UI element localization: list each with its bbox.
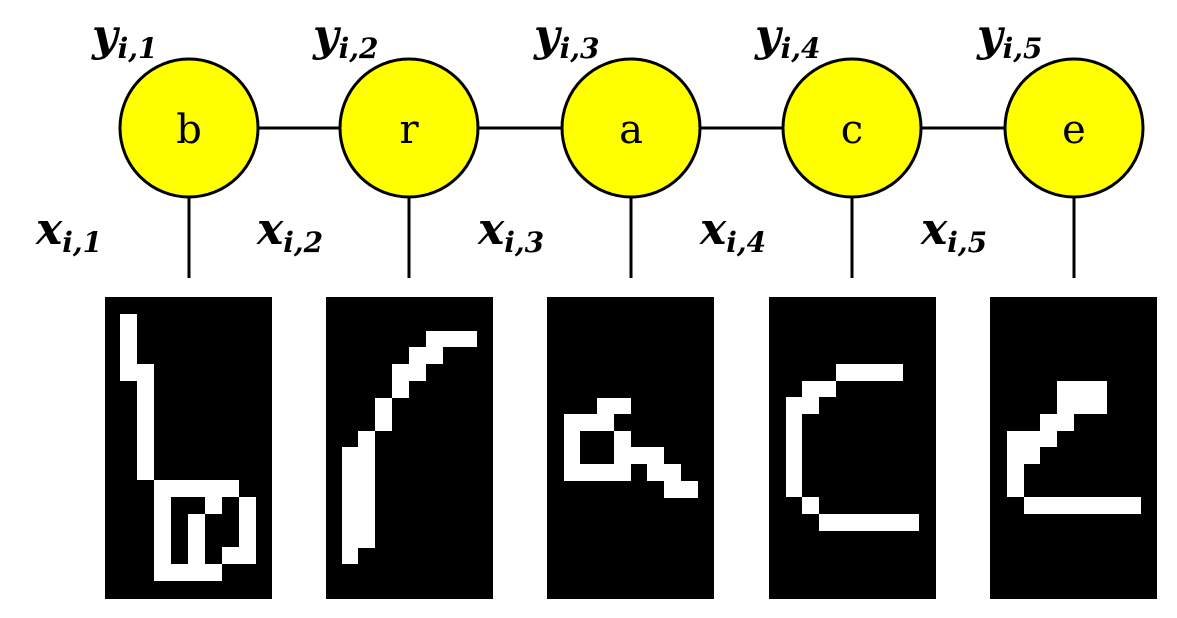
y-label-3: yi,3 (533, 10, 599, 65)
label-node-5 (1003, 57, 1145, 199)
x-label-1: xi,1 (35, 204, 102, 259)
node-4: c yi,4 xi,4 (699, 10, 923, 278)
node-letter-4: c (841, 107, 863, 153)
handwritten-c (786, 364, 919, 531)
node-letter-1: b (176, 107, 202, 153)
node-2: r yi,2 xi,2 (256, 10, 480, 278)
image-3 (547, 297, 714, 599)
node-3: a yi,3 xi,3 (477, 10, 702, 278)
image-5 (990, 297, 1157, 599)
node-5: e yi,5 xi,5 (920, 10, 1145, 278)
x-label-5: xi,5 (920, 204, 987, 259)
handwritten-r (342, 331, 477, 564)
y-label-5: yi,5 (976, 10, 1042, 65)
handwritten-e (1007, 381, 1141, 514)
y-label-4: yi,4 (754, 10, 820, 65)
x-label-4: xi,4 (699, 204, 766, 259)
node-1: b yi,1 xi,1 (35, 10, 260, 278)
node-letter-2: r (399, 107, 419, 153)
label-node-1 (118, 57, 260, 199)
x-label-2: xi,2 (256, 204, 323, 259)
handwritten-a (564, 398, 698, 498)
handwritten-b (120, 314, 256, 581)
image-4 (769, 297, 936, 599)
image-1 (105, 297, 272, 599)
node-letter-5: e (1062, 107, 1086, 153)
label-node-4 (781, 57, 923, 199)
y-label-1: yi,1 (91, 10, 157, 65)
node-letter-3: a (619, 107, 643, 153)
label-node-2 (338, 57, 480, 199)
image-2 (326, 297, 493, 599)
y-label-2: yi,2 (312, 10, 378, 65)
x-label-3: xi,3 (477, 204, 544, 259)
label-node-3 (560, 57, 702, 199)
